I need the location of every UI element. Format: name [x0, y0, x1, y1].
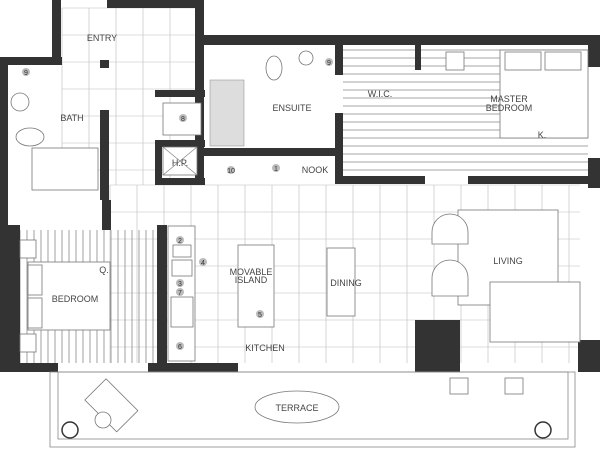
- ensuite-toilet: [265, 55, 283, 81]
- marker-10: 10: [227, 168, 235, 175]
- label-master-1: MASTER: [490, 94, 528, 104]
- cooktop: [171, 259, 193, 277]
- bathtub: [31, 147, 99, 191]
- marker-3: 3: [178, 281, 182, 288]
- dining-table: [326, 247, 356, 317]
- marker-5: 5: [258, 312, 262, 319]
- label-hp: H.P.: [172, 158, 188, 168]
- plant: [61, 421, 79, 439]
- label-bath: BATH: [60, 113, 83, 123]
- label-queen: Q.: [99, 265, 109, 275]
- marker-4: 4: [201, 260, 205, 267]
- label-dining: DINING: [330, 278, 362, 288]
- marker-9: 9: [24, 70, 28, 77]
- sofa: [489, 281, 581, 343]
- label-wic: W.I.C.: [368, 89, 393, 99]
- armchair: [431, 213, 469, 245]
- marker-1: 1: [274, 166, 278, 173]
- label-ensuite: ENSUITE: [272, 103, 311, 113]
- label-bedroom: BEDROOM: [52, 294, 99, 304]
- markers: 9 9 8 10 1 2 3 4 5 6 7: [22, 58, 333, 351]
- kitchen-sink: [170, 296, 194, 328]
- fixtures: [10, 49, 589, 439]
- room-labels: ENTRY BATH ENSUITE W.I.C. MASTER BEDROOM…: [52, 33, 547, 413]
- shower: [209, 79, 245, 147]
- marker-7: 7: [178, 290, 182, 297]
- label-king: K.: [538, 130, 547, 140]
- label-kitchen: KITCHEN: [245, 343, 285, 353]
- plant: [534, 421, 552, 439]
- armchair: [431, 259, 469, 297]
- walls: [0, 0, 600, 372]
- label-island-1: MOVABLE: [230, 267, 273, 277]
- label-master-2: BEDROOM: [486, 103, 533, 113]
- marker-9: 9: [327, 60, 331, 67]
- marker-2: 2: [178, 238, 182, 245]
- terrace-table: [254, 390, 340, 424]
- label-nook: NOOK: [302, 165, 329, 175]
- label-living: LIVING: [493, 256, 523, 266]
- lounger: [84, 378, 139, 433]
- marker-8: 8: [181, 116, 185, 123]
- label-island-2: ISLAND: [235, 275, 268, 285]
- marker-6: 6: [178, 344, 182, 351]
- ensuite-sink: [298, 50, 314, 66]
- bath-toilet: [15, 127, 45, 147]
- label-terrace: TERRACE: [275, 403, 318, 413]
- terrace-outline: [49, 371, 576, 448]
- bath-sink: [10, 92, 30, 112]
- label-entry: ENTRY: [87, 33, 117, 43]
- movable-island: [237, 244, 275, 328]
